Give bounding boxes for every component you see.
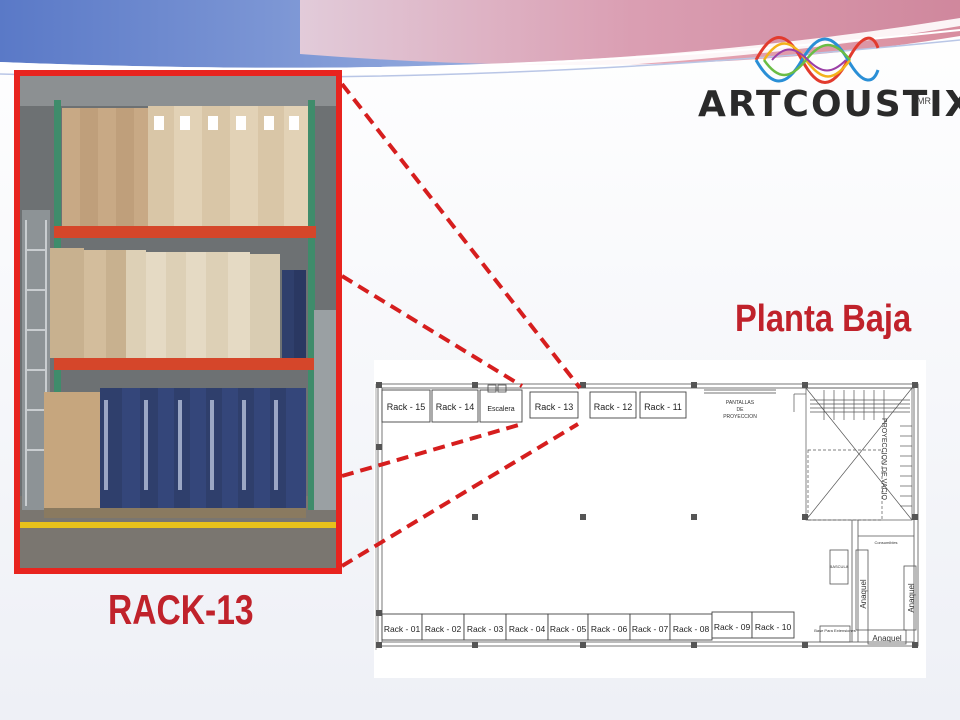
rack-15-label: Rack - 15: [387, 402, 426, 412]
rack-photo: [14, 70, 342, 574]
top-shelf-boxes: [62, 106, 308, 226]
rack-05-label: Rack - 05: [550, 624, 587, 634]
rack-11-label: Rack - 11: [644, 402, 682, 412]
rack-12-label: Rack - 12: [594, 402, 633, 412]
pantallas-label-1: PANTALLAS: [726, 400, 755, 406]
pantallas-label-3: PROYECCION: [723, 414, 757, 420]
rack-15-box: [381, 389, 431, 423]
brand-trademark: MR: [917, 96, 931, 106]
pantallas-label-2: DE: [737, 407, 745, 413]
rack-13-label: Rack - 13: [535, 402, 574, 412]
rack-04-label: Rack - 04: [509, 624, 546, 634]
anaquel-v2-label: Anaquel: [907, 583, 916, 613]
base-extensiones-label: Base Para Extensiones: [814, 628, 856, 633]
rack-07-label: Rack - 07: [632, 624, 669, 634]
rack-title: RACK-13: [108, 586, 254, 633]
rack-09-label: Rack - 09: [714, 622, 751, 632]
anaquel-v1-box: [855, 549, 869, 631]
rack-03-box: [463, 613, 507, 641]
escalera-label: Escalera: [487, 406, 514, 413]
rack-07-box: [629, 613, 671, 641]
floor-plan: Rack - 15 Rack - 14 Escalera Rack - 13 R…: [374, 360, 926, 678]
anaquel-v2-box: [903, 565, 917, 631]
rack-13-box: [529, 391, 579, 419]
rack-10-box: [751, 611, 795, 639]
rack-12-box: [589, 391, 637, 419]
rack-14-label: Rack - 14: [436, 402, 475, 412]
rack-11-box: [639, 391, 687, 419]
anaquel-h-box: [867, 629, 907, 645]
rack-06-label: Rack - 06: [591, 624, 628, 634]
rack-02-label: Rack - 02: [425, 624, 462, 634]
anaquel-h-label: Anaquel: [872, 634, 902, 643]
rack-14-box: [431, 389, 479, 423]
bottom-shelf-boxes: [44, 388, 306, 508]
consumibles-label: Consumibles: [874, 540, 897, 545]
rack-10-label: Rack - 10: [755, 622, 792, 632]
rack-08-label: Rack - 08: [673, 624, 710, 634]
bascula-box: [829, 549, 849, 585]
bascula-label: BASCULA: [830, 564, 849, 569]
middle-shelf-boxes: [50, 248, 306, 358]
rack-01-box: [381, 613, 423, 641]
logo-wave-icon: [754, 36, 880, 84]
rack-03-label: Rack - 03: [467, 624, 504, 634]
staircase: [793, 387, 913, 521]
escalera-box: [479, 389, 523, 423]
rack-04-box: [505, 613, 549, 641]
rack-05-box: [547, 613, 589, 641]
rack-01-label: Rack - 01: [384, 624, 421, 634]
floor-title: Planta Baja: [735, 298, 912, 340]
proyeccion-vacio-label: PROYECCION DE VACIO: [880, 418, 887, 500]
brand-name: ARTCOUSTIX: [698, 84, 960, 125]
anaquel-v1-label: Anaquel: [859, 579, 868, 609]
